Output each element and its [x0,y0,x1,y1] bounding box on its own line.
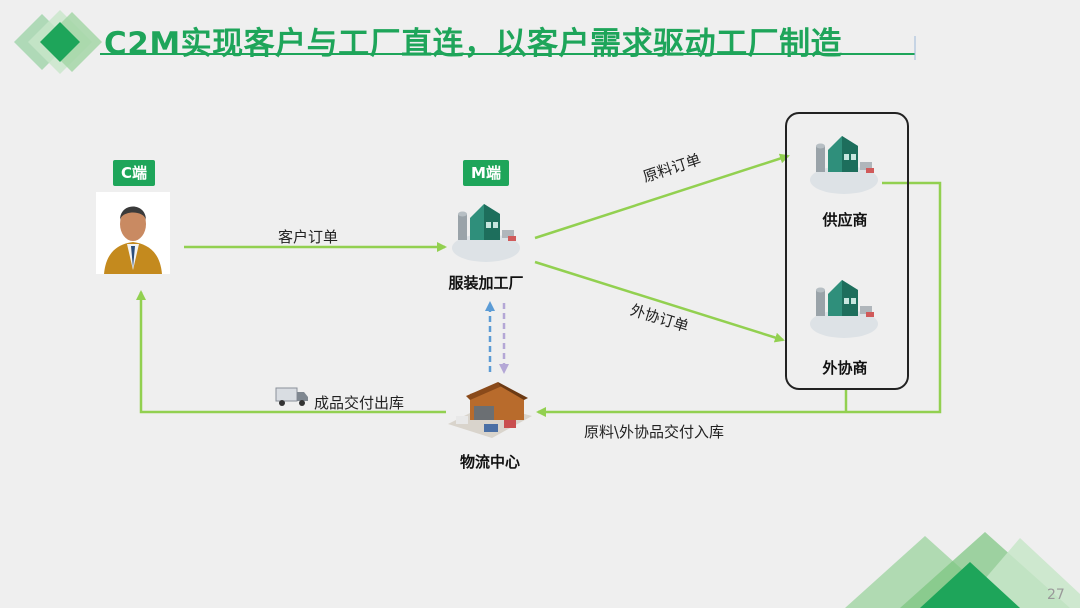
inbound-delivery-label: 原料\外协品交付入库 [584,423,725,441]
corner-decoration-bottom [845,532,1080,608]
factory-label: 服装加工厂 [448,274,524,292]
page-number: 27 [1047,587,1065,603]
customer-node [96,192,170,274]
logistics-node [444,376,534,440]
inbound-delivery-line [536,181,942,417]
factory-badge: M端 [463,160,509,186]
outsourcer-label: 外协商 [822,359,868,377]
page-title: C2M实现客户与工厂直连，以客户需求驱动工厂制造 [104,26,843,62]
title-underline [100,36,916,60]
outsourcer-node [808,272,880,340]
customer-order-label: 客户订单 [278,228,339,246]
factory-icon [452,204,520,262]
outsource-order-arrow [534,260,785,343]
supplier-node [808,128,880,196]
person-icon [104,206,162,274]
customer-badge: C端 [113,160,155,186]
supplier-label: 供应商 [822,211,868,229]
supplier-group-frame [785,112,909,390]
logistics-label: 物流中心 [459,453,520,471]
outbound-delivery-label: 成品交付出库 [314,394,405,412]
outbound-delivery-line [136,290,446,414]
corner-decoration [14,10,102,74]
factory-icon [810,136,878,194]
factory-icon [810,280,878,338]
truck-icon [275,386,309,408]
raw-material-order-arrow [534,153,790,240]
factory-node [450,196,522,264]
warehouse-icon [448,382,532,438]
